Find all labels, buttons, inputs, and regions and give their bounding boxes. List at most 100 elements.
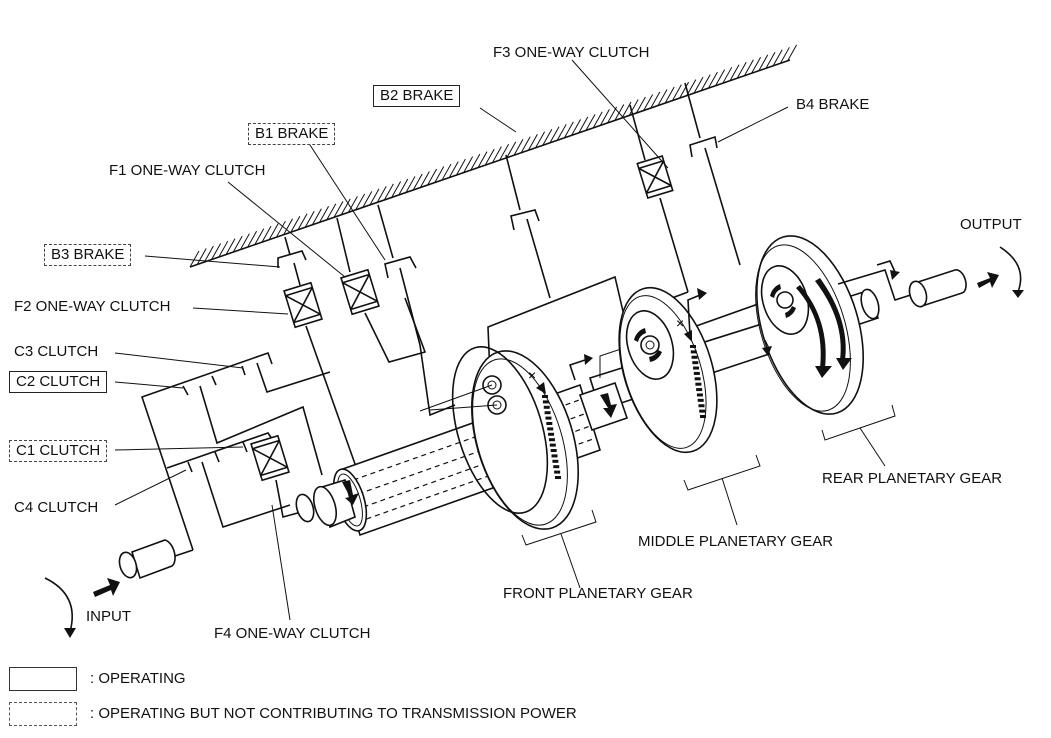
- hatch-mark: [592, 111, 603, 129]
- svg-text:×: ×: [676, 315, 684, 331]
- hatch-mark: [693, 76, 704, 94]
- label-output: OUTPUT: [960, 216, 1022, 233]
- gear-tooth: [550, 449, 557, 452]
- input-shaft: [44, 539, 176, 638]
- hatch-mark: [671, 84, 682, 101]
- label-f4-one-way-clutch: F4 ONE-WAY CLUTCH: [214, 625, 371, 642]
- hatch-mark: [643, 94, 654, 111]
- hatch-mark: [203, 245, 214, 263]
- hatch-mark: [189, 250, 200, 268]
- gear-tooth: [690, 345, 696, 348]
- hatch-mark: [664, 86, 675, 104]
- hatch-mark: [218, 240, 229, 258]
- hatch-mark: [614, 104, 625, 121]
- gear-tooth: [547, 427, 554, 431]
- hatch-mark: [535, 131, 546, 149]
- hatch-mark: [441, 163, 452, 181]
- gear-tooth: [697, 398, 704, 402]
- label-c3-clutch: C3 CLUTCH: [14, 343, 99, 360]
- hatch-mark: [779, 47, 790, 64]
- f2-one-way-clutch-symbol: [283, 281, 361, 479]
- hatch-mark: [261, 225, 272, 243]
- hatch-mark: [787, 44, 798, 62]
- legend-not-contributing-text: : OPERATING BUT NOT CONTRIBUTING TO TRAN…: [90, 705, 577, 722]
- gear-tooth: [694, 377, 701, 381]
- hatch-mark: [290, 215, 301, 233]
- label-b1-brake: B1 BRAKE: [248, 123, 336, 145]
- label-c2-clutch: C2 CLUTCH: [9, 371, 108, 393]
- gear-tooth: [548, 438, 555, 442]
- gear-brackets: [521, 404, 896, 589]
- hatch-mark: [571, 119, 582, 136]
- hatch-mark: [211, 243, 222, 260]
- gear-tooth: [692, 361, 699, 365]
- hatch-mark: [391, 181, 402, 198]
- gear-tooth: [554, 470, 561, 474]
- label-b2-brake: B2 BRAKE: [373, 85, 461, 107]
- hatch-mark: [765, 52, 776, 69]
- hatch-mark: [455, 158, 466, 176]
- f3-one-way-clutch-symbol: [629, 104, 689, 293]
- hatch-mark: [722, 66, 733, 84]
- hatch-mark: [326, 203, 337, 221]
- hatch-mark: [412, 173, 423, 191]
- hatch-mark: [578, 116, 589, 134]
- svg-text:×: ×: [528, 367, 536, 383]
- hatch-mark: [362, 191, 373, 208]
- hatch-mark: [398, 178, 409, 196]
- hatch-mark: [751, 57, 762, 74]
- output-shaft: [837, 246, 1024, 308]
- hatch-mark: [563, 121, 574, 139]
- hatch-mark: [599, 109, 610, 126]
- hatch-mark: [506, 141, 517, 158]
- hatch-mark: [311, 208, 322, 226]
- hatch-mark: [427, 168, 438, 186]
- hatch-mark: [254, 228, 265, 245]
- hatch-mark: [340, 198, 351, 216]
- gear-tooth: [690, 350, 697, 354]
- hatch-mark: [758, 54, 769, 72]
- hatch-mark: [484, 148, 495, 166]
- hatch-mark: [275, 220, 286, 238]
- gear-tooth: [542, 400, 549, 404]
- hatch-mark: [268, 223, 279, 240]
- hatch-mark: [434, 166, 445, 183]
- hatch-mark: [556, 124, 567, 141]
- hatch-mark: [679, 81, 690, 99]
- hatch-mark: [700, 74, 711, 91]
- hatch-mark: [491, 146, 502, 163]
- hatch-mark: [470, 153, 481, 171]
- hatch-mark: [772, 49, 783, 67]
- label-input: INPUT: [86, 608, 131, 625]
- gear-tooth: [552, 459, 559, 463]
- hatch-mark: [657, 89, 668, 106]
- hatch-mark: [527, 134, 538, 151]
- hatch-mark: [304, 211, 315, 228]
- hatch-mark: [549, 126, 560, 144]
- label-front-planetary-gear: FRONT PLANETARY GEAR: [503, 585, 693, 602]
- label-b3-brake: B3 BRAKE: [44, 244, 132, 266]
- gear-tooth: [545, 416, 552, 420]
- hatch-mark: [520, 136, 531, 153]
- hatch-mark: [383, 183, 394, 201]
- legend-swatch-not-contributing: [9, 702, 77, 726]
- gear-tooth: [696, 388, 703, 392]
- clutch-drum-assembly: [140, 351, 331, 557]
- housing-ground: [189, 44, 798, 268]
- hatch-mark: [319, 206, 330, 223]
- label-b4-brake: B4 BRAKE: [796, 96, 870, 113]
- hatch-mark: [477, 151, 488, 168]
- gear-tooth: [555, 476, 561, 479]
- hatch-mark: [743, 59, 754, 76]
- hatch-mark: [196, 248, 207, 265]
- hatch-mark: [635, 96, 646, 114]
- hatch-mark: [225, 238, 236, 255]
- hatch-mark: [463, 156, 474, 173]
- gear-tooth: [551, 454, 558, 458]
- hatch-mark: [513, 138, 524, 156]
- hatch-mark: [729, 64, 740, 81]
- hatch-mark: [355, 193, 366, 211]
- gear-tooth: [698, 404, 705, 408]
- gear-tooth: [553, 465, 560, 469]
